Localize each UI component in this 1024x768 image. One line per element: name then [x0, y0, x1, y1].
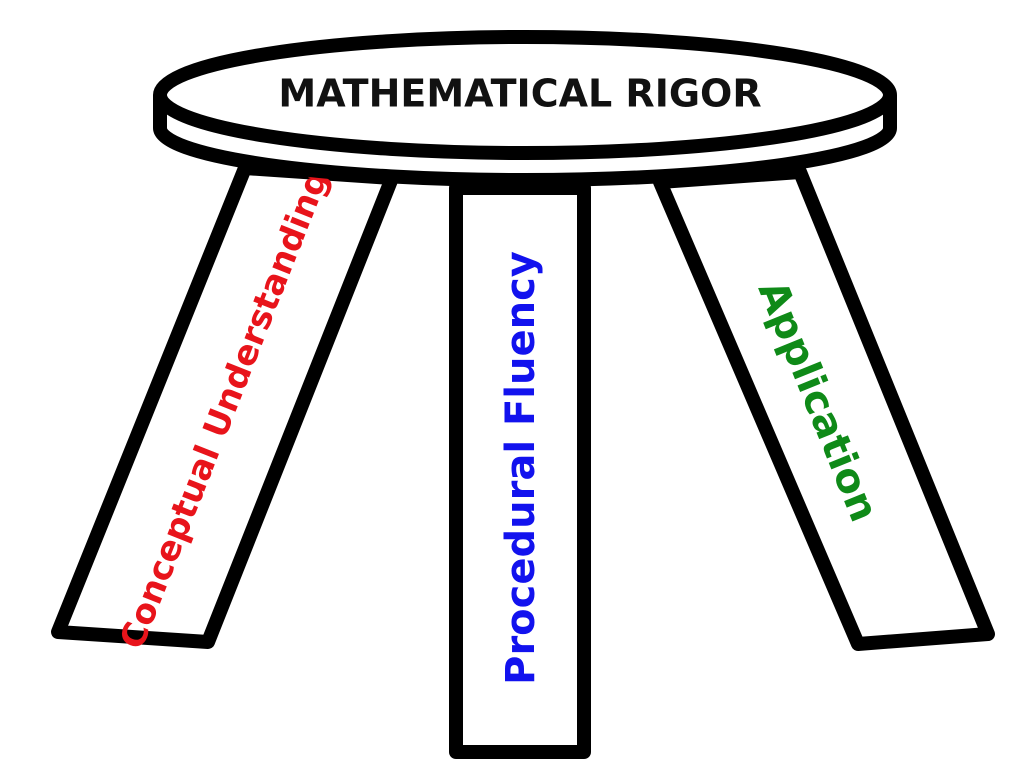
leg-procedural-fluency: Procedural Fluency	[449, 181, 591, 759]
leg-conceptual-understanding: Conceptual Understanding	[51, 161, 399, 655]
seat-top	[153, 30, 897, 160]
leg-application: Application	[653, 165, 995, 651]
seat-title: MATHEMATICAL RIGOR	[278, 72, 761, 116]
stool-seat: MATHEMATICAL RIGOR	[153, 30, 897, 187]
leg-middle-shape	[449, 181, 591, 759]
leg-middle-label: Procedural Fluency	[498, 251, 544, 685]
